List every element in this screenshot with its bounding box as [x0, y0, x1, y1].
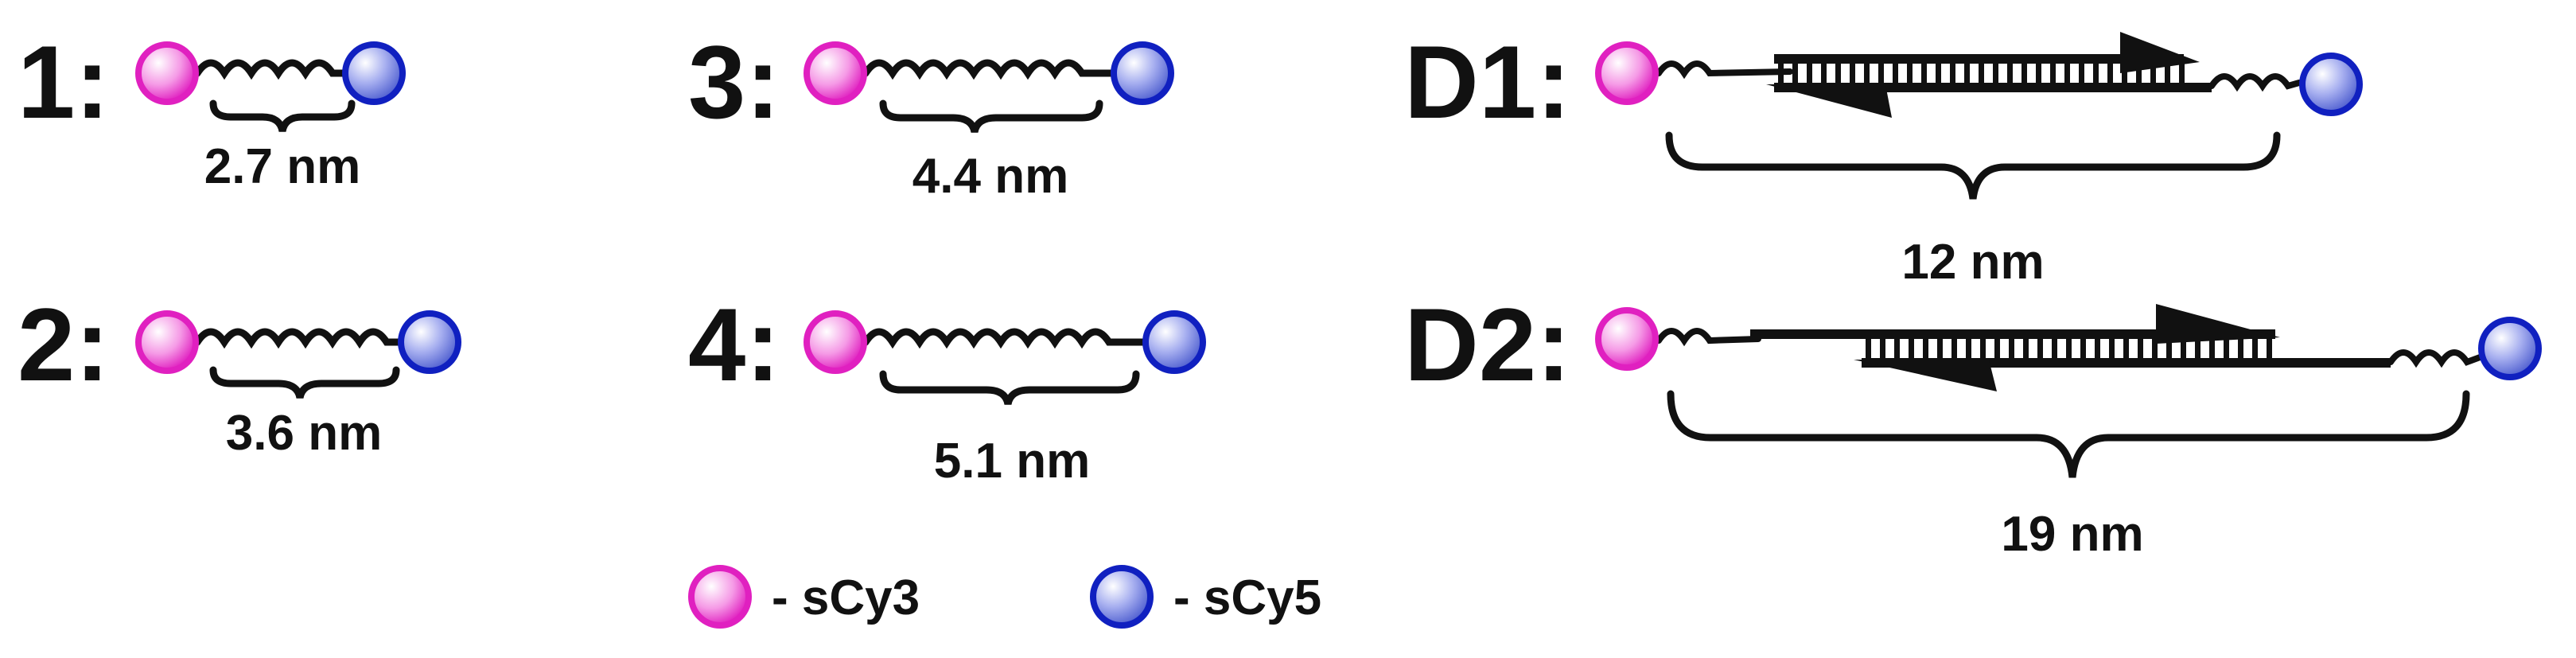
bracket-3	[879, 99, 1103, 134]
sCy5-dye-d2	[2478, 317, 2542, 380]
bracket-d1	[1665, 131, 2281, 200]
linker-4	[862, 328, 1150, 349]
legend-sCy3-label: - sCy3	[772, 570, 920, 625]
sCy3-dye-2	[135, 310, 199, 374]
distance-label-2: 3.6 nm	[226, 406, 382, 461]
construct-4: 5.1 nm	[804, 310, 1206, 489]
strand-d2-top-arrowhead	[2156, 304, 2280, 344]
distance-label-4: 5.1 nm	[934, 434, 1090, 489]
distance-label-d1: 12 nm	[1901, 235, 2044, 290]
construct-label-d2: D2:	[1404, 286, 1570, 403]
linker-d1-left	[1656, 60, 1793, 80]
linker-d2-right	[2387, 349, 2485, 368]
bracket-1	[209, 99, 356, 133]
construct-label-1: 1:	[18, 24, 110, 140]
distance-label-3: 4.4 nm	[912, 149, 1068, 204]
construct-d1: 12 nm	[1595, 32, 2363, 290]
sCy5-dye-d1	[2299, 53, 2363, 116]
construct-1: 2.7 nm	[135, 41, 406, 194]
legend: - sCy3 - sCy5	[688, 565, 1321, 629]
sCy3-dye-d1	[1595, 41, 1659, 105]
construct-d2: 19 nm	[1595, 304, 2542, 562]
sCy5-dye-2	[398, 310, 461, 374]
construct-label-d1: D1:	[1404, 24, 1570, 140]
sCy3-dye-d2	[1595, 307, 1659, 371]
bracket-4	[879, 370, 1140, 406]
linker-d1-right	[2208, 73, 2302, 92]
bracket-2	[209, 366, 400, 399]
strand-d2-bottom-arrowhead	[1854, 360, 1997, 391]
linker-3	[862, 59, 1118, 80]
construct-2: 3.6 nm	[135, 310, 461, 461]
construct-label-4: 4:	[688, 286, 780, 403]
sCy5-dye-4	[1142, 310, 1206, 374]
sCy3-dye-4	[804, 310, 867, 374]
construct-3: 4.4 nm	[804, 41, 1174, 204]
sCy3-dye-1	[135, 41, 199, 105]
construct-label-2: 2:	[18, 286, 110, 403]
legend-sCy3-dye	[688, 565, 752, 629]
legend-sCy5-label: - sCy5	[1173, 570, 1321, 625]
linker-2	[193, 328, 410, 349]
sCy3-dye-3	[804, 41, 867, 105]
construct-label-3: 3:	[688, 24, 780, 140]
strand-d1-top-arrowhead	[2120, 32, 2200, 73]
linker-d2-left	[1656, 328, 1761, 347]
distance-label-1: 2.7 nm	[204, 139, 360, 194]
sCy5-dye-1	[342, 41, 406, 105]
sCy5-dye-3	[1111, 41, 1174, 105]
bracket-d2	[1667, 390, 2470, 478]
strand-d1-bottom-arrowhead	[1766, 84, 1892, 118]
distance-label-d2: 19 nm	[2001, 507, 2143, 562]
linker-1	[193, 59, 351, 80]
legend-sCy5-dye	[1090, 565, 1154, 629]
